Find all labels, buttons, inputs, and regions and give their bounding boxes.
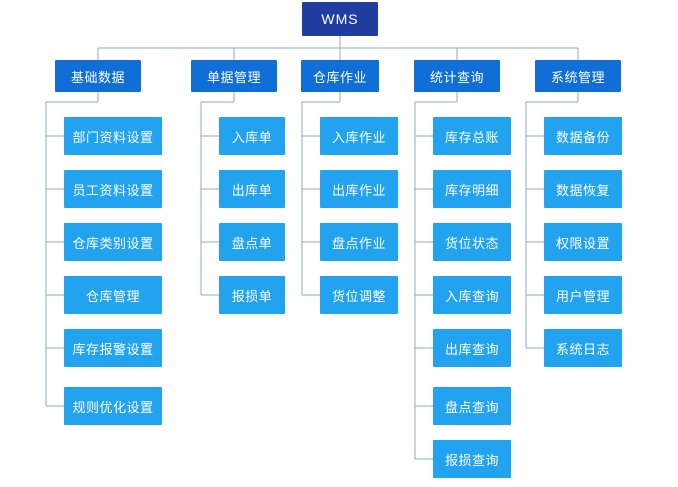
leaf-node-3-3[interactable]: 入库查询 (433, 276, 511, 314)
leaf-node-3-0[interactable]: 库存总账 (433, 117, 511, 155)
leaf-node-2-3[interactable]: 货位调整 (320, 276, 398, 314)
branch-node-1[interactable]: 单据管理 (191, 60, 277, 92)
leaf-node-4-3[interactable]: 用户管理 (544, 276, 622, 314)
leaf-node-0-4[interactable]: 库存报警设置 (64, 329, 162, 367)
branch-node-3[interactable]: 统计查询 (414, 60, 500, 92)
leaf-node-0-0[interactable]: 部门资料设置 (64, 117, 162, 155)
leaf-node-0-1[interactable]: 员工资料设置 (64, 170, 162, 208)
leaf-node-3-6[interactable]: 报损查询 (433, 440, 511, 478)
branch-node-2[interactable]: 仓库作业 (301, 60, 379, 92)
leaf-node-0-2[interactable]: 仓库类别设置 (64, 223, 162, 261)
leaf-node-4-2[interactable]: 权限设置 (544, 223, 622, 261)
leaf-node-1-1[interactable]: 出库单 (219, 170, 285, 208)
leaf-node-1-0[interactable]: 入库单 (219, 117, 285, 155)
branch-node-4[interactable]: 系统管理 (535, 60, 621, 92)
leaf-node-2-1[interactable]: 出库作业 (320, 170, 398, 208)
root-node-wms[interactable]: WMS (302, 2, 378, 36)
leaf-node-2-0[interactable]: 入库作业 (320, 117, 398, 155)
leaf-node-4-0[interactable]: 数据备份 (544, 117, 622, 155)
leaf-node-0-5[interactable]: 规则优化设置 (64, 387, 162, 425)
leaf-node-3-4[interactable]: 出库查询 (433, 329, 511, 367)
leaf-node-3-1[interactable]: 库存明细 (433, 170, 511, 208)
leaf-node-3-2[interactable]: 货位状态 (433, 223, 511, 261)
leaf-node-4-4[interactable]: 系统日志 (544, 329, 622, 367)
leaf-node-1-3[interactable]: 报损单 (219, 276, 285, 314)
branch-node-0[interactable]: 基础数据 (55, 60, 141, 92)
leaf-node-4-1[interactable]: 数据恢复 (544, 170, 622, 208)
leaf-node-3-5[interactable]: 盘点查询 (433, 387, 511, 425)
leaf-node-1-2[interactable]: 盘点单 (219, 223, 285, 261)
leaf-node-0-3[interactable]: 仓库管理 (64, 276, 162, 314)
leaf-node-2-2[interactable]: 盘点作业 (320, 223, 398, 261)
